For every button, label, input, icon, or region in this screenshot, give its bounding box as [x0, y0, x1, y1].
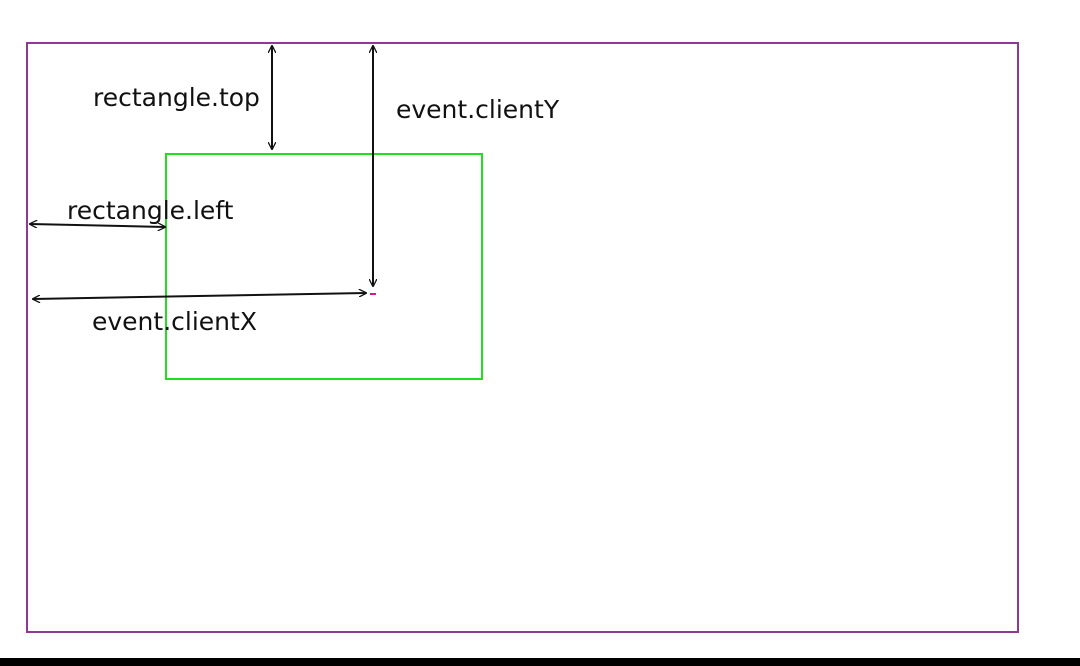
rectangle-left-label: rectangle.left [67, 196, 234, 225]
event-clienty-label: event.clientY [396, 95, 560, 124]
event-clientx-arrow [33, 293, 366, 299]
event-clientx-label: event.clientX [92, 307, 257, 336]
rectangle-top-label: rectangle.top [93, 83, 260, 112]
viewport-frame [26, 42, 1019, 633]
rectangle-left-arrow [30, 224, 165, 227]
element-rectangle [165, 153, 483, 380]
bottom-edge-bar [0, 658, 1080, 666]
